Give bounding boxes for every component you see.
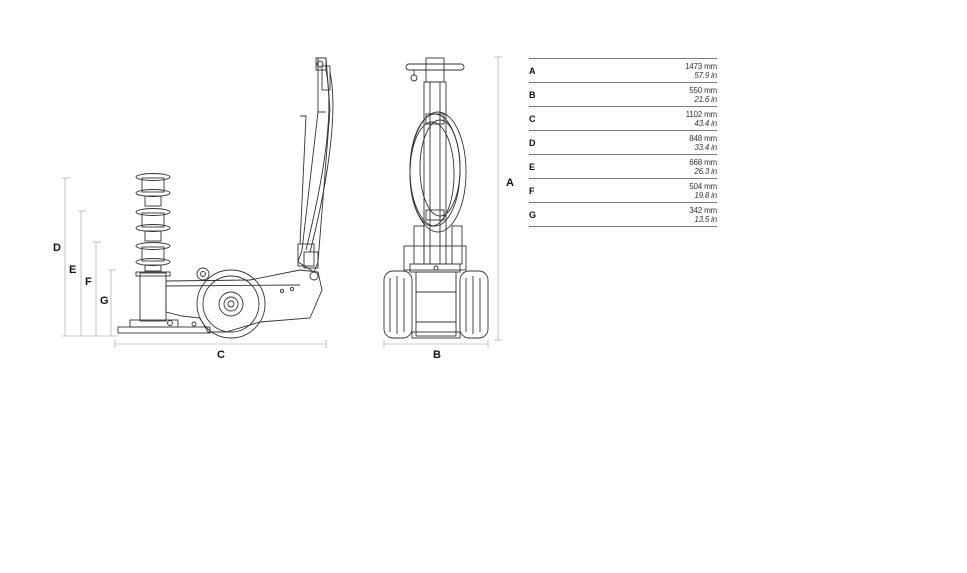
row-values: 550 mm 21.6 in xyxy=(549,83,717,107)
front-wheel-right xyxy=(459,270,489,339)
value-inch: 13.5 in xyxy=(694,214,717,224)
value-inch: 57.9 in xyxy=(694,70,717,80)
dimension-spec-table: A 1473 mm 57.9 in B 550 mm 21.6 in C 110… xyxy=(529,58,717,227)
row-letter: C xyxy=(529,113,536,124)
base-plate xyxy=(117,326,211,334)
table-row: F 504 mm 19.8 in xyxy=(529,179,717,203)
table-row: D 848 mm 33.4 in xyxy=(529,131,717,155)
lift-cylinder xyxy=(139,272,167,322)
row-letter: B xyxy=(529,89,536,100)
dimension-label-b: B xyxy=(433,349,441,361)
row-letter: F xyxy=(529,185,535,196)
front-view-jack xyxy=(383,57,489,339)
value-mm: 1102 mm xyxy=(685,109,718,119)
table-row: E 668 mm 26.3 in xyxy=(529,155,717,179)
dimension-label-e: E xyxy=(69,264,77,276)
dimension-label-c: C xyxy=(217,349,225,361)
table-row: C 1102 mm 43.4 in xyxy=(529,107,717,131)
side-view-jack xyxy=(117,57,334,339)
table-row: G 342 mm 13.5 in xyxy=(529,203,717,227)
value-inch: 26.3 in xyxy=(694,166,717,176)
row-values: 848 mm 33.4 in xyxy=(549,131,717,155)
dimension-label-a: A xyxy=(506,177,514,189)
hose-coil xyxy=(409,111,467,233)
value-inch: 21.6 in xyxy=(694,94,717,104)
row-values: 1102 mm 43.4 in xyxy=(549,107,718,131)
row-values: 668 mm 26.3 in xyxy=(549,155,717,179)
table-row: B 550 mm 21.6 in xyxy=(529,83,717,107)
value-mm: 1473 mm xyxy=(685,61,717,71)
dimension-label-d: D xyxy=(53,242,61,254)
side-handle xyxy=(297,57,334,281)
value-inch: 43.4 in xyxy=(694,118,717,128)
dimension-label-f: F xyxy=(85,276,92,288)
value-mm: 342 mm xyxy=(689,205,717,215)
value-mm: 550 mm xyxy=(689,85,717,95)
row-values: 504 mm 19.8 in xyxy=(549,179,717,203)
side-dimension-lines xyxy=(62,177,327,348)
row-letter: D xyxy=(529,137,536,148)
value-mm: 504 mm xyxy=(689,181,717,191)
saddle-stack xyxy=(135,173,171,272)
row-letter: G xyxy=(529,209,537,220)
front-wheel-left xyxy=(383,270,413,339)
table-row: A 1473 mm 57.9 in xyxy=(529,58,717,83)
row-letter: E xyxy=(529,161,536,172)
row-letter: A xyxy=(529,65,536,76)
value-inch: 33.4 in xyxy=(694,142,717,152)
value-mm: 848 mm xyxy=(689,133,717,143)
value-inch: 19.8 in xyxy=(694,190,717,200)
dimension-label-g: G xyxy=(100,295,109,307)
row-values: 1473 mm 57.9 in xyxy=(549,59,717,83)
front-dimension-lines xyxy=(383,56,502,348)
front-handle xyxy=(405,57,465,265)
side-wheel xyxy=(196,269,266,339)
value-mm: 668 mm xyxy=(689,157,717,167)
row-values: 342 mm 13.5 in xyxy=(549,203,717,227)
